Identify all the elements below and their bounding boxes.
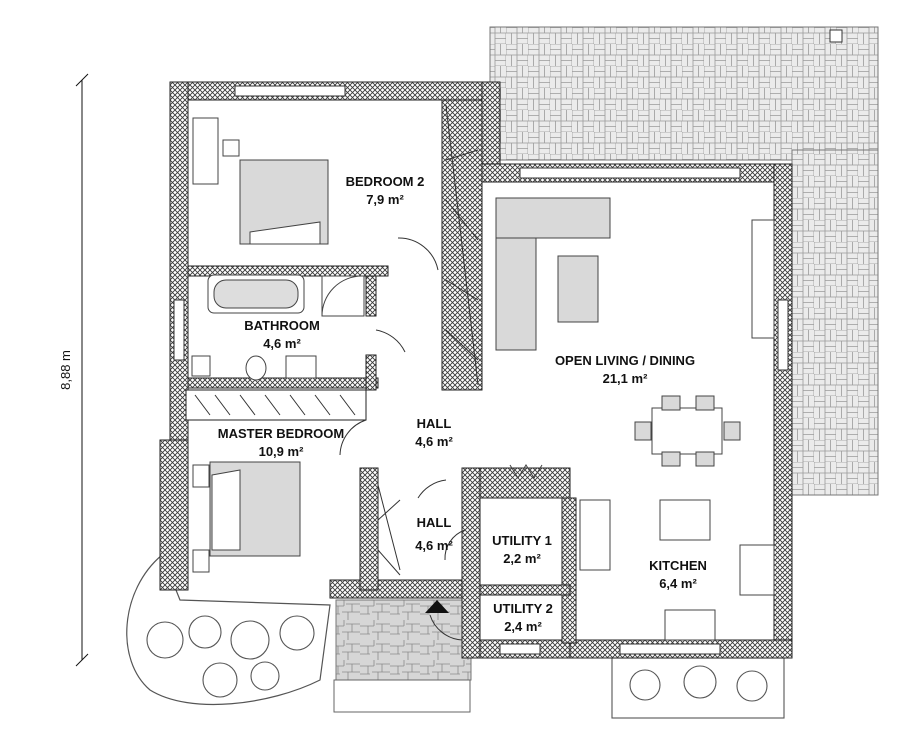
bed-bedroom-2 [239, 159, 329, 245]
room-area-bathroom: 4,6 m² [263, 336, 301, 351]
sofa [495, 197, 611, 351]
room-area-open-living-dining: 21,1 m² [603, 371, 648, 386]
tv-unit [751, 219, 775, 339]
room-name-kitchen: KITCHEN [649, 558, 707, 573]
windows [173, 85, 789, 655]
desk-bedroom-2 [192, 117, 240, 185]
radiator-hall [509, 464, 543, 479]
room-area-utility-1: 2,2 m² [503, 551, 541, 566]
room-name-hall-upper: HALL [417, 416, 452, 431]
bathtub [207, 274, 305, 314]
entrance-arrow [425, 600, 449, 613]
kitchen-counter [579, 499, 775, 641]
room-area-hall-lower: 4,6 m² [415, 538, 453, 553]
room-area-bedroom-2: 7,9 m² [366, 192, 404, 207]
terrace-paving [489, 26, 879, 496]
dining-table [634, 395, 741, 467]
room-area-utility-2: 2,4 m² [504, 619, 542, 634]
room-name-utility-2: UTILITY 2 [493, 601, 553, 616]
dimension-line: 8,88 m [58, 73, 89, 667]
room-name-hall-lower: HALL [417, 515, 452, 530]
interior-walls [185, 99, 577, 659]
room-name-bedroom-2: BEDROOM 2 [346, 174, 425, 189]
door-swings [339, 237, 466, 641]
room-name-master-bedroom: MASTER BEDROOM [218, 426, 344, 441]
room-name-bathroom: BATHROOM [244, 318, 320, 333]
toilet-and-sink [191, 355, 317, 381]
bed-master [192, 461, 301, 573]
room-name-open-living-dining: OPEN LIVING / DINING [555, 353, 695, 368]
room-area-hall-upper: 4,6 m² [415, 434, 453, 449]
wardrobe-built-in [194, 104, 479, 576]
room-area-kitchen: 6,4 m² [659, 576, 697, 591]
garden-bed [126, 554, 331, 706]
entrance-step [333, 679, 471, 713]
room-labels: BEDROOM 2 7,9 m² BATHROOM 4,6 m² MASTER … [218, 174, 707, 634]
room-name-utility-1: UTILITY 1 [492, 533, 552, 548]
planter-shrubs [629, 665, 768, 702]
entrance-stone-path [335, 599, 472, 681]
shower [321, 275, 365, 317]
dimension-label: 8,88 m [58, 350, 73, 390]
coffee-table [557, 255, 599, 323]
room-area-master-bedroom: 10,9 m² [259, 444, 304, 459]
